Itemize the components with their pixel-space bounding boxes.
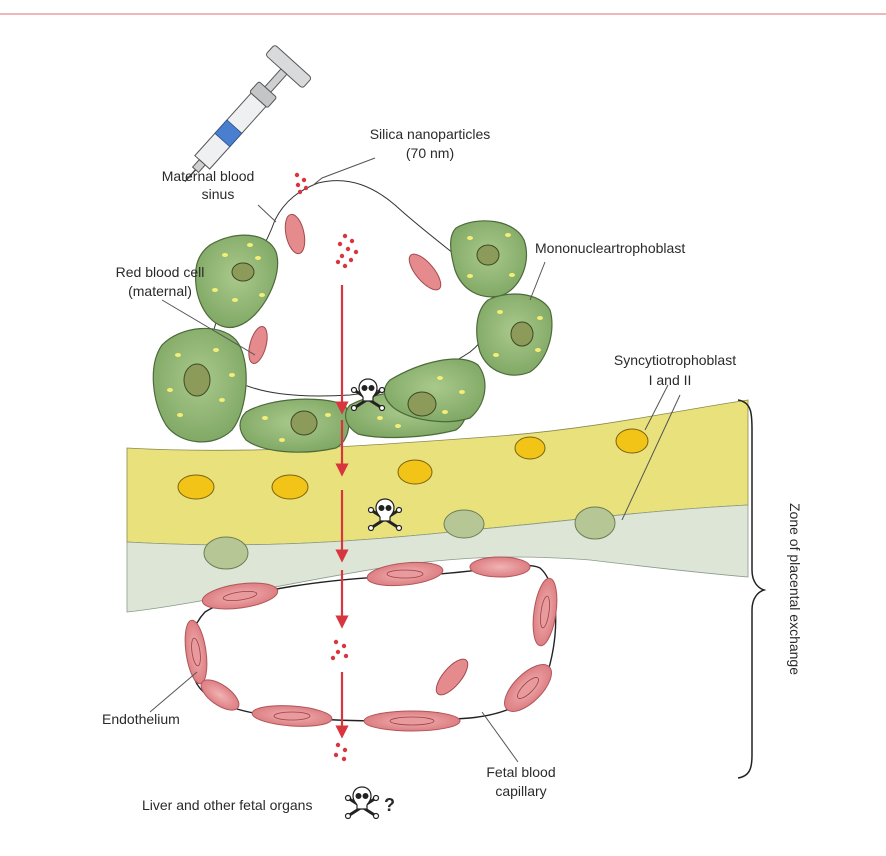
label-syncytiotrophoblast-line2: I and II <box>649 372 692 388</box>
label-rbc-line1: Red blood cell <box>116 264 205 280</box>
skull-crossbones-icon <box>346 787 379 819</box>
label-silica-line2: (70 nm) <box>406 145 454 161</box>
label-rbc-line2: (maternal) <box>128 283 192 299</box>
label-maternal-sinus-line2: sinus <box>202 186 235 202</box>
endothelial-cell <box>470 557 530 577</box>
label-silica-line1: Silica nanoparticles <box>370 126 491 142</box>
nanoparticle-cluster <box>334 743 347 761</box>
label-liver-and-fetal-organs: Liver and other fetal organs <box>142 797 312 813</box>
label-fetal-capillary-line1: Fetal blood <box>486 764 555 780</box>
label-maternal-sinus-line1: Maternal blood <box>162 168 255 184</box>
label-zone-of-placental-exchange: Zone of placental exchange <box>787 503 803 675</box>
label-syncytiotrophoblast-line1: Syncytiotrophoblast <box>614 352 736 368</box>
label-mononuclear-trophoblast: Mononucleartrophoblast <box>535 240 685 256</box>
label-question-mark: ? <box>384 795 395 815</box>
label-endothelium: Endothelium <box>102 711 180 727</box>
label-fetal-capillary-line2: capillary <box>495 783 546 799</box>
